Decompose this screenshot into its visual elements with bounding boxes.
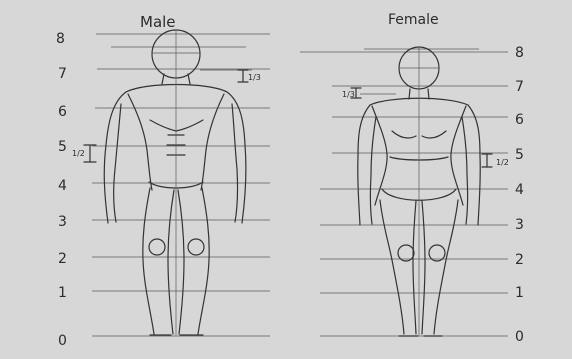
male-label: Male xyxy=(140,13,176,31)
right-scale-7: 7 xyxy=(515,79,524,95)
right-scale-6: 6 xyxy=(515,112,524,128)
female-right-inner-leg xyxy=(422,201,425,334)
left-scale-0: 0 xyxy=(58,333,67,349)
female-waist-fraction: 1/2 xyxy=(496,158,509,167)
male-right-forearm xyxy=(232,104,238,222)
male-left-leg xyxy=(143,188,154,334)
female-label: Female xyxy=(388,12,439,28)
left-scale-8: 8 xyxy=(56,31,65,47)
right-scale-1: 1 xyxy=(515,285,524,301)
female-right-arm xyxy=(468,105,480,225)
female-left-forearm xyxy=(370,117,376,224)
male-left-forearm xyxy=(114,104,121,222)
male-neck-bracket xyxy=(238,70,248,82)
male-measure-bracket xyxy=(84,145,96,162)
left-scale-5: 5 xyxy=(58,139,67,155)
male-shoulders xyxy=(126,85,227,93)
male-figure xyxy=(104,30,246,335)
female-waist-bracket xyxy=(482,154,492,167)
right-scale-0: 0 xyxy=(515,329,524,345)
male-right-leg xyxy=(198,188,209,334)
right-scale-4: 4 xyxy=(515,182,524,198)
right-scale-3: 3 xyxy=(515,217,524,233)
male-left-knee xyxy=(149,239,165,255)
left-scale-7: 7 xyxy=(58,66,67,82)
male-waist-fraction: 1/2 xyxy=(72,149,85,158)
left-scale-3: 3 xyxy=(58,214,67,230)
right-scale-8: 8 xyxy=(515,45,524,61)
female-left-leg xyxy=(380,200,404,334)
male-left-arm xyxy=(104,92,126,223)
female-left-arm xyxy=(358,105,370,225)
female-right-leg xyxy=(434,200,458,334)
male-chest xyxy=(150,120,203,131)
left-scale-4: 4 xyxy=(58,178,67,194)
female-right-forearm xyxy=(462,117,468,224)
left-scale-1: 1 xyxy=(58,285,67,301)
male-neck-fraction: 1/3 xyxy=(248,73,261,82)
male-left-inner-leg xyxy=(168,190,174,334)
right-scale-5: 5 xyxy=(515,147,524,163)
left-scale-6: 6 xyxy=(58,104,67,120)
right-scale-2: 2 xyxy=(515,252,524,268)
male-right-knee xyxy=(188,239,204,255)
female-left-inner-leg xyxy=(413,201,416,334)
male-right-inner-leg xyxy=(178,190,184,334)
left-scale-2: 2 xyxy=(58,251,67,267)
